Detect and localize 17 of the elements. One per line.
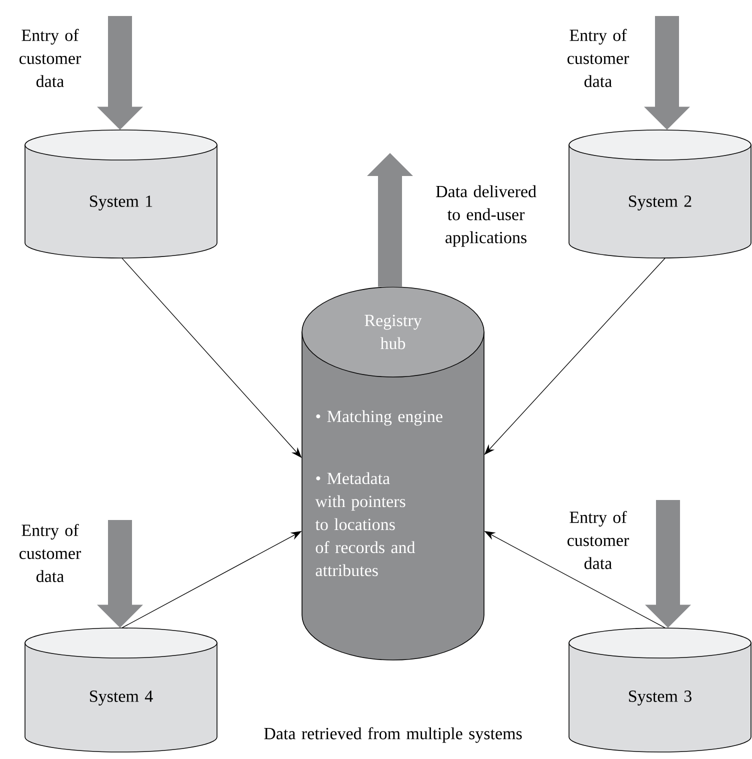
hub-cylinder: Registry hub • Matching engine • Metadata with pointers to locations of records and attributes [302, 286, 484, 660]
block-arrow [97, 520, 143, 628]
entry-note: Entry of customer data [568, 28, 630, 88]
database-cylinder: System 3 [568, 628, 752, 752]
entry-note: Entry of customer data [19, 524, 81, 582]
block-arrow [644, 16, 690, 130]
entry-note: Entry of customer data [19, 28, 81, 88]
entry-note: Entry of customer data [568, 510, 630, 570]
caption-note: Data retrieved from multiple systems [264, 727, 522, 743]
node-label: Registry [364, 314, 422, 330]
block-arrow [367, 153, 413, 287]
edge-label: Data delivered to end-user applications [424, 184, 548, 248]
block-arrow [645, 500, 691, 628]
database-cylinder: System 2 [568, 130, 752, 258]
database-cylinder: System 4 [24, 628, 218, 752]
database-cylinder: System 1 [24, 130, 218, 258]
block-arrow [97, 16, 143, 130]
